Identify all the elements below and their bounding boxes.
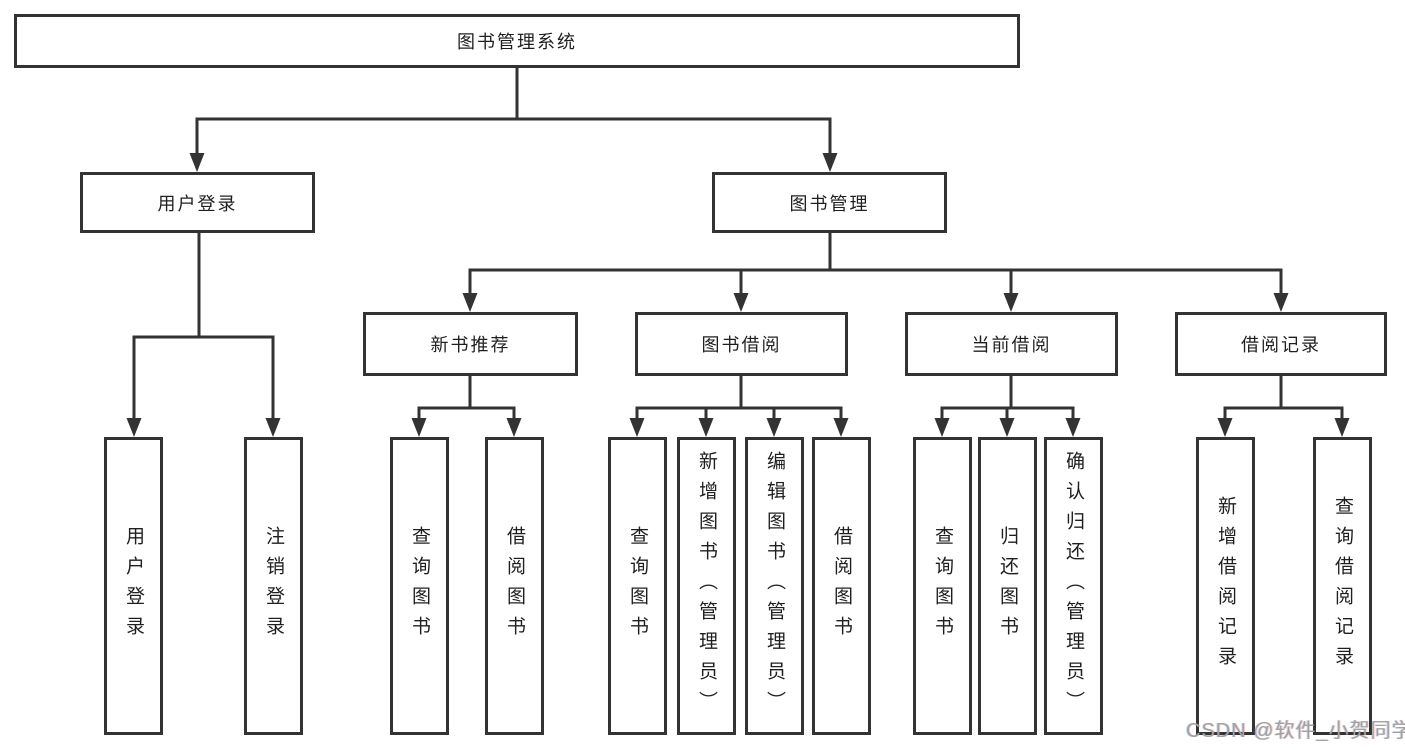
leaf-logout: 注销登录 — [244, 437, 303, 735]
leaf-query-book-borrow: 查询图书 — [608, 437, 667, 735]
connector-record-split — [1223, 406, 1344, 419]
arrow-down-icon — [126, 418, 142, 437]
arrow-down-icon — [1273, 293, 1289, 312]
leaf-borrow-book: 借阅图书 — [812, 437, 871, 735]
leaf-label: 新增借阅记录 — [1215, 496, 1236, 676]
arrow-down-icon — [822, 153, 838, 172]
arrow-down-icon — [1334, 418, 1350, 437]
connector-borrow-split — [635, 406, 843, 419]
node-label: 图书管理系统 — [457, 32, 577, 52]
arrow-down-icon — [629, 418, 645, 437]
arrow-down-icon — [833, 418, 849, 437]
arrow-down-icon — [1065, 418, 1081, 437]
connector-newbook-split — [417, 406, 516, 419]
arrow-down-icon — [934, 418, 950, 437]
leaf-label: 查询图书 — [932, 526, 953, 646]
node-book-management: 图书管理 — [712, 172, 947, 233]
arrow-down-icon — [411, 418, 427, 437]
node-label: 图书借阅 — [701, 335, 782, 355]
arrow-down-icon — [1217, 418, 1233, 437]
arrow-down-icon — [462, 293, 478, 312]
node-label: 借阅记录 — [1241, 335, 1321, 355]
leaf-label: 用户登录 — [123, 526, 144, 646]
leaf-label: 借阅图书 — [831, 526, 852, 646]
connector-root-split — [195, 117, 832, 155]
node-user-login: 用户登录 — [80, 172, 315, 233]
leaf-query-book-current: 查询图书 — [913, 437, 972, 735]
leaf-query-book-recommend: 查询图书 — [390, 437, 449, 735]
leaf-label: 归还图书 — [997, 526, 1018, 646]
leaf-label: 查询图书 — [409, 526, 430, 646]
connector-userlogin-split — [132, 335, 275, 419]
leaf-label: 注销登录 — [263, 526, 284, 646]
leaf-return-book: 归还图书 — [978, 437, 1037, 735]
leaf-label: 确认归还（管理员） — [1063, 451, 1084, 721]
node-borrow-record: 借阅记录 — [1175, 312, 1387, 376]
connector-bookmgmt-split — [468, 268, 1283, 294]
arrow-down-icon — [698, 418, 714, 437]
node-library-system: 图书管理系统 — [14, 14, 1020, 68]
arrow-down-icon — [1003, 293, 1019, 312]
leaf-user-login: 用户登录 — [104, 437, 163, 735]
watermark: CSDN @软件_小贺同学 — [1186, 720, 1405, 742]
arrow-down-icon — [189, 153, 205, 172]
arrow-down-icon — [506, 418, 522, 437]
leaf-borrow-book-recommend: 借阅图书 — [485, 437, 544, 735]
leaf-query-borrow-record: 查询借阅记录 — [1313, 437, 1372, 735]
node-label: 当前借阅 — [971, 335, 1052, 355]
node-label: 用户登录 — [157, 193, 238, 214]
leaf-label: 查询借阅记录 — [1332, 496, 1353, 676]
leaf-add-book-admin: 新增图书（管理员） — [677, 437, 736, 735]
arrow-down-icon — [265, 418, 281, 437]
node-label: 图书管理 — [789, 193, 870, 214]
leaf-label: 编辑图书（管理员） — [764, 451, 785, 721]
node-label: 新书推荐 — [430, 335, 511, 355]
leaf-label: 新增图书（管理员） — [696, 451, 717, 721]
arrow-down-icon — [766, 418, 782, 437]
arrow-down-icon — [733, 293, 749, 312]
node-new-book-recommend: 新书推荐 — [363, 312, 578, 376]
leaf-confirm-return-admin: 确认归还（管理员） — [1044, 437, 1103, 735]
node-book-borrow: 图书借阅 — [635, 312, 848, 376]
arrow-down-icon — [999, 418, 1015, 437]
leaf-label: 查询图书 — [627, 526, 648, 646]
leaf-edit-book-admin: 编辑图书（管理员） — [745, 437, 804, 735]
leaf-add-borrow-record: 新增借阅记录 — [1196, 437, 1255, 735]
leaf-label: 借阅图书 — [504, 526, 525, 646]
node-current-borrow: 当前借阅 — [905, 312, 1118, 376]
